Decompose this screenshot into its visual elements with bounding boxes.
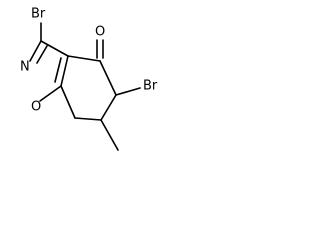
bond-c5-br (115, 87, 141, 96)
atom-label-br-right: Br (143, 79, 158, 94)
bond-c3a-c4 (67, 55, 101, 62)
atom-label-carbonyl-o: O (95, 25, 105, 40)
bond-c3-n2 (29, 40, 42, 62)
bond-c6-c7 (74, 117, 102, 121)
bond-c7-c7a (60, 85, 76, 119)
bond-c3-n2-double (36, 45, 48, 64)
atom-label-br-top: Br (31, 7, 46, 22)
bond-c5-c6 (100, 94, 117, 121)
bond-o1-c7a (39, 85, 62, 102)
atom-label-ring-n: N (20, 60, 30, 75)
bond-c7a-c3a-double (60, 55, 69, 87)
bond-c3a-c3 (40, 40, 69, 57)
molecule-structure: Br O N Br O (20, 7, 158, 151)
atom-label-ring-o: O (31, 100, 41, 115)
bond-c6-methyl (100, 119, 119, 151)
bond-c7a-c3a-double-inner (54, 57, 62, 83)
bond-c4-c5 (99, 60, 117, 96)
